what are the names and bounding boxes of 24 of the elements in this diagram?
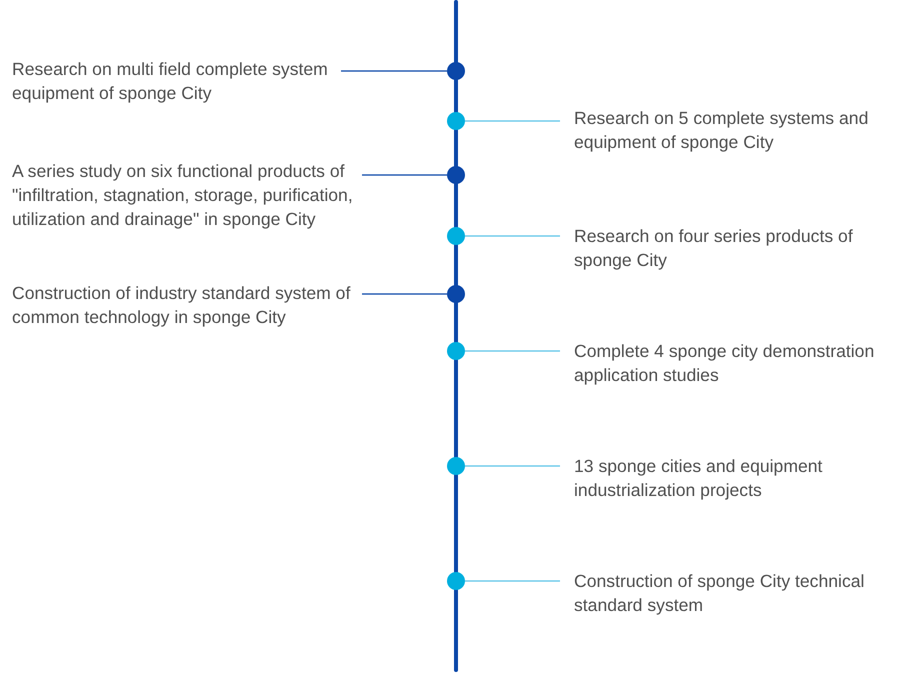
timeline-dot — [447, 166, 465, 184]
timeline-dot — [447, 342, 465, 360]
leader-line — [465, 580, 560, 582]
leader-line — [465, 235, 560, 237]
timeline-dot — [447, 457, 465, 475]
milestone-text: Construction of sponge City technical standard system — [560, 569, 902, 617]
milestone-text: 13 sponge cities and equipment industrialization projects — [560, 454, 902, 502]
timeline-dot — [447, 285, 465, 303]
leader-line — [465, 350, 560, 352]
leader-line — [362, 293, 447, 295]
timeline-dot — [447, 112, 465, 130]
milestone-text: Research on multi field complete system equipment of sponge City — [12, 57, 341, 105]
milestone-text: A series study on six functional products of "infiltration, stagnation, storage, purification, utilization and drainage" in sponge City — [12, 159, 362, 231]
leader-line — [465, 465, 560, 467]
leader-line — [362, 174, 447, 176]
leader-line — [465, 120, 560, 122]
timeline-dot — [447, 227, 465, 245]
milestone-text: Complete 4 sponge city demonstration application studies — [560, 339, 902, 387]
leader-line — [341, 70, 447, 72]
milestone-text: Construction of industry standard system of common technology in sponge City — [12, 281, 362, 329]
timeline-dot — [447, 572, 465, 590]
timeline-dot — [447, 62, 465, 80]
milestone-text: Research on 5 complete systems and equipment of sponge City — [560, 106, 902, 154]
milestone-text: Research on four series products of sponge City — [560, 224, 902, 272]
